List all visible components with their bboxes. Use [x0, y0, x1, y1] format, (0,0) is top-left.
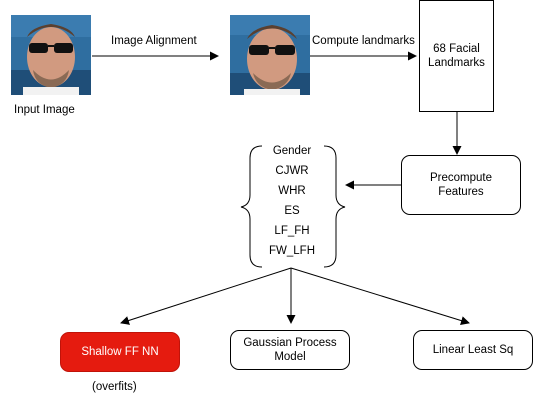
feature-item: ES — [284, 205, 300, 217]
feature-item: Gender — [272, 145, 312, 157]
alignment-label: Image Alignment — [111, 35, 197, 47]
arrow-to-shallow — [120, 267, 292, 325]
facial-landmarks-box: 68 Facial Landmarks — [419, 0, 494, 112]
feature-item: CJWR — [275, 165, 309, 177]
arrow-to-linear — [290, 267, 470, 325]
input-image — [11, 15, 91, 95]
gaussian-process-box: Gaussian Process Model — [230, 330, 350, 370]
compute-landmarks-label: Compute landmarks — [312, 35, 415, 47]
feature-item: WHR — [278, 185, 306, 197]
left-brace — [240, 145, 263, 268]
input-image-label: Input Image — [14, 104, 75, 116]
shallow-ffnn-box: Shallow FF NN — [60, 332, 180, 372]
feature-item: LF_FH — [274, 225, 310, 237]
feature-item: FW_LFH — [269, 245, 315, 257]
overfits-note: (overfits) — [92, 381, 137, 393]
precompute-features-box: Precompute Features — [401, 155, 521, 215]
linear-least-sq-box: Linear Least Sq — [413, 330, 533, 370]
aligned-image — [230, 15, 310, 95]
right-brace — [323, 145, 346, 268]
